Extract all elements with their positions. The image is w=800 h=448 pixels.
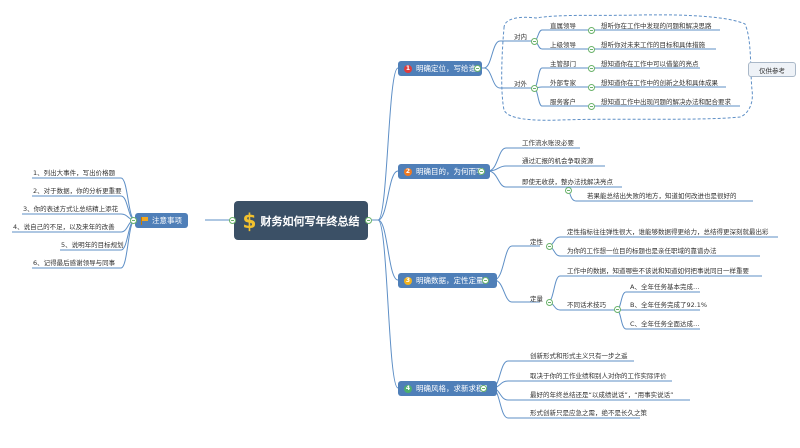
collapse-toggle[interactable]: [588, 27, 595, 34]
note-item: 3、你的表述方式让总结精上添花: [23, 205, 119, 213]
number-badge: 4: [404, 384, 412, 393]
collapse-toggle[interactable]: [531, 85, 538, 92]
audience-label: 外部专家: [550, 79, 576, 87]
quantitative-method: 不同话术技巧: [567, 301, 606, 309]
number-badge: 3: [404, 276, 412, 285]
topic-label: 明确风格，求新求稳？: [416, 384, 491, 393]
collapse-toggle[interactable]: [482, 277, 489, 284]
callout-note[interactable]: 仅供参考: [748, 62, 796, 77]
purpose-sub-item: 若果能总结出失败的地方，知道如何改进也是很好的: [587, 192, 737, 200]
audience-label: 服务客户: [550, 98, 576, 106]
note-item: 5、说明年的目标规划: [61, 241, 124, 249]
collapse-toggle[interactable]: [614, 306, 621, 313]
style-item: 最好的年终总结还是“以成绩说话”，“用事实说话”: [530, 391, 674, 399]
note-item: 6、记得最后感谢领导与同事: [33, 259, 116, 267]
number-badge: 2: [404, 167, 412, 176]
qualitative-item: 为你的工作想一位目的标题也是亲任职域的靠谱办法: [567, 247, 717, 255]
audience-need: 想知道工作中出现问题的解决办法和配合要求: [601, 98, 731, 106]
group-label: 对内: [514, 33, 527, 41]
topic-purpose[interactable]: 2 明确目的，为何而写: [398, 164, 490, 179]
group-label: 对外: [514, 80, 527, 88]
topic-data[interactable]: 3 明确数据，定性定量？: [398, 273, 497, 288]
topic-label: 明确目的，为何而写: [416, 167, 484, 176]
style-item: 形式创新只是应急之需，绝不是长久之策: [530, 409, 647, 417]
topic-style[interactable]: 4 明确风格，求新求稳？: [398, 381, 497, 396]
quantitative-item: 工作中的数据，知道哪些不该说和知道如何把事说同日一样重要: [567, 267, 749, 275]
qualitative-label: 定性: [530, 238, 543, 246]
purpose-item: 工作流水账没必要: [522, 139, 574, 147]
qualitative-item: 定性指标往往弹性很大，谁能够数据得更给力，总结得更深刻就最出彩: [567, 228, 769, 236]
root-topic[interactable]: $ 财务如何写年终总结: [234, 201, 368, 240]
collapse-toggle[interactable]: [546, 243, 553, 250]
audience-need: 想听你对未来工作的目标和具体措施: [601, 41, 705, 49]
quantitative-label: 定量: [530, 295, 543, 303]
collapse-toggle[interactable]: [130, 217, 137, 224]
group-boundary: [501, 14, 753, 121]
collapse-toggle[interactable]: [474, 65, 481, 72]
collapse-toggle[interactable]: [480, 385, 487, 392]
style-item: 创新形式和形式主义只有一步之遥: [530, 352, 628, 360]
collapse-toggle[interactable]: [531, 38, 538, 45]
style-item: 取决于你的工作业绩和别人对你的工作实际评价: [530, 372, 667, 380]
collapse-toggle[interactable]: [229, 217, 236, 224]
collapse-toggle[interactable]: [565, 187, 572, 194]
topic-label: 明确数据，定性定量？: [416, 276, 491, 285]
audience-need: 想听你在工作中发现的问题和解决思路: [601, 22, 712, 30]
collapse-toggle[interactable]: [588, 84, 595, 91]
audience-need: 想知道你在工作中可以借鉴的亮点: [601, 60, 699, 68]
root-title: 财务如何写年终总结: [260, 214, 360, 228]
dollar-icon: $: [242, 208, 257, 233]
collapse-toggle[interactable]: [365, 217, 372, 224]
notes-topic-label: 注意事项: [152, 216, 182, 225]
collapse-toggle[interactable]: [588, 103, 595, 110]
collapse-toggle[interactable]: [588, 65, 595, 72]
collapse-toggle[interactable]: [478, 168, 485, 175]
collapse-toggle[interactable]: [546, 299, 553, 306]
number-badge: 1: [404, 64, 412, 73]
audience-label: 直属领导: [550, 22, 576, 30]
collapse-toggle[interactable]: [588, 46, 595, 53]
purpose-item: 通过汇报的机会争取资源: [522, 157, 594, 165]
phrasing-example: A、全年任务基本完成…: [630, 283, 700, 291]
flag-icon: [141, 216, 148, 225]
audience-need: 想知道你在工作中的创新之处和具体成果: [601, 79, 718, 87]
note-item: 4、说自己的不足，以及来年的改善: [13, 223, 115, 231]
audience-label: 上级领导: [550, 41, 576, 49]
topic-positioning[interactable]: 1 明确定位，写给谁: [398, 61, 482, 76]
note-item: 1、列出大事件，写出价格题: [33, 169, 116, 177]
note-item: 2、对于数据，你的分析更重要: [33, 187, 122, 195]
purpose-item: 即使无收获，整办法找解决亮点: [522, 178, 613, 186]
notes-topic[interactable]: 注意事项: [135, 213, 188, 228]
phrasing-example: B、全年任务完成了92.1%: [630, 301, 708, 309]
topic-label: 明确定位，写给谁: [416, 64, 476, 73]
phrasing-example: C、全年任务全面达成…: [630, 320, 700, 328]
audience-label: 主管部门: [550, 60, 576, 68]
